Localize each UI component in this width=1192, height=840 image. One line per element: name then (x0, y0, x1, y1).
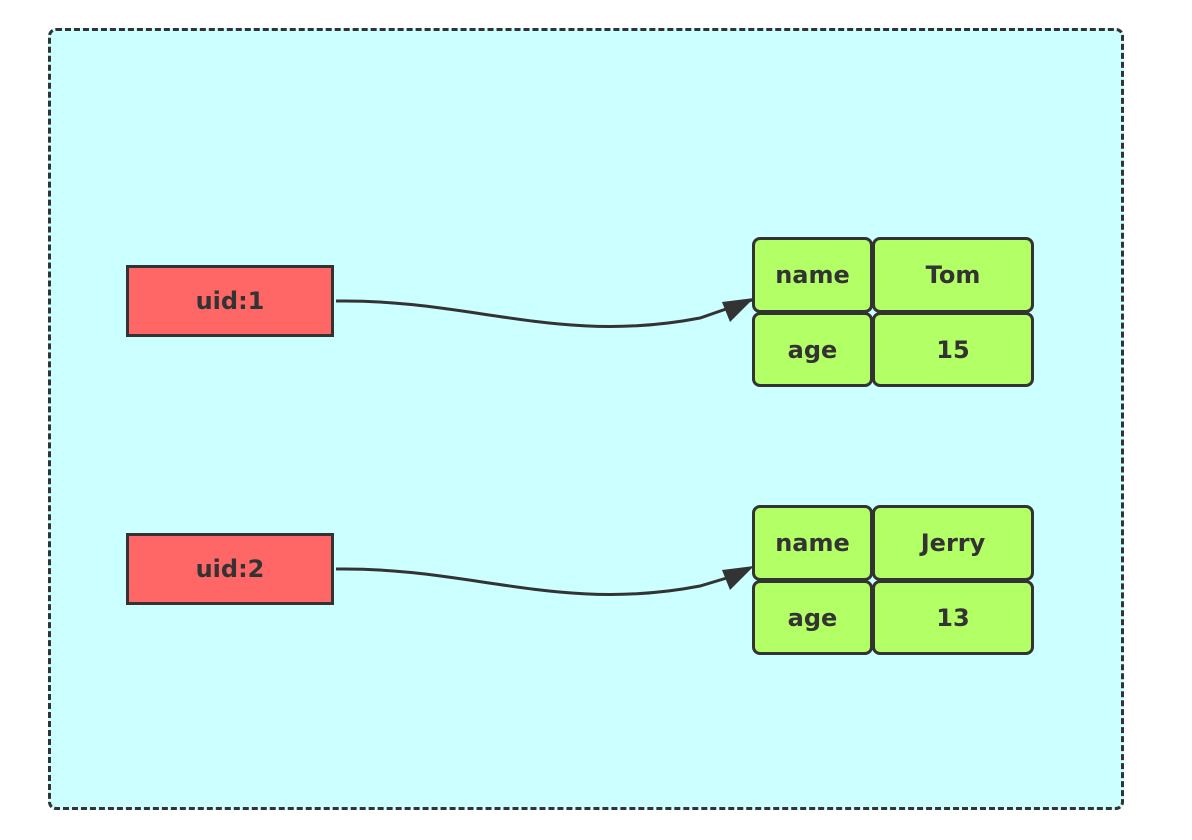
value-cell-age: 15 (872, 312, 1034, 387)
field-label: age (787, 335, 838, 364)
key-box-uid-1: uid:1 (126, 265, 334, 337)
key-label: uid:1 (195, 287, 265, 315)
field-cell-name: name (752, 505, 873, 581)
value-cell-name: Tom (872, 237, 1034, 313)
value-label: Tom (925, 261, 981, 289)
value-cell-age: 13 (872, 580, 1034, 655)
field-cell-name: name (752, 237, 873, 313)
value-label: Jerry (920, 529, 986, 557)
field-cell-age: age (752, 580, 873, 655)
value-label: 15 (936, 335, 970, 364)
key-box-uid-2: uid:2 (126, 533, 334, 605)
value-cell-name: Jerry (872, 505, 1034, 581)
diagram-container (48, 28, 1124, 810)
key-label: uid:2 (195, 555, 265, 583)
hash-table-2: name Jerry age 13 (752, 505, 1034, 655)
field-label: name (775, 529, 850, 557)
field-label: name (775, 261, 850, 289)
value-label: 13 (936, 603, 970, 632)
hash-table-1: name Tom age 15 (752, 237, 1034, 387)
field-label: age (787, 603, 838, 632)
field-cell-age: age (752, 312, 873, 387)
